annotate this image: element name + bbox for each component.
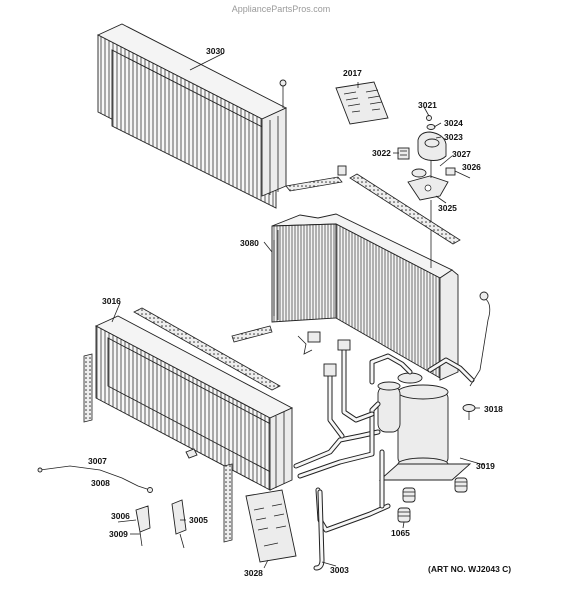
- part-3023-motor[interactable]: [417, 131, 447, 161]
- callout-3027: 3027: [452, 149, 471, 159]
- callout-3028: 3028: [244, 568, 263, 578]
- callout-3026: 3026: [462, 162, 481, 172]
- callout-3022: 3022: [372, 148, 391, 158]
- callout-3008: 3008: [91, 478, 110, 488]
- callout-3080: 3080: [240, 238, 259, 248]
- callout-3023: 3023: [444, 132, 463, 142]
- side-seal-strip: [83, 353, 93, 423]
- callout-3005: 3005: [189, 515, 208, 525]
- screw-icon: [279, 79, 287, 108]
- part-3026-connector[interactable]: [445, 167, 471, 179]
- callout-3025: 3025: [438, 203, 457, 213]
- lower-seal-strip: [223, 463, 233, 543]
- part-3018-screw[interactable]: [462, 404, 476, 421]
- sensor-lead-icon: [469, 295, 491, 387]
- art-number: (ART NO. WJ2043 C): [428, 564, 511, 574]
- callout-3009: 3009: [109, 529, 128, 539]
- part-1065-grommets[interactable]: [397, 477, 468, 523]
- callout-3021: 3021: [418, 100, 437, 110]
- part-3007-cable[interactable]: [37, 465, 153, 493]
- support-strip: [231, 325, 273, 343]
- callout-3030: 3030: [206, 46, 225, 56]
- part-3022-cap[interactable]: [397, 147, 410, 160]
- watermark: AppliancePartsPros.com: [232, 4, 331, 14]
- callout-labels: 3030 2017 3021 3024 3023 3022 3027 3026 …: [88, 46, 511, 578]
- callout-1065: 1065: [391, 528, 410, 538]
- callout-3024: 3024: [444, 118, 463, 128]
- part-3019-compressor[interactable]: [377, 372, 472, 481]
- clip-icon: [185, 448, 198, 459]
- support-bracket-upper: [285, 165, 461, 245]
- callout-2017: 2017: [343, 68, 362, 78]
- part-2017-brackets[interactable]: [335, 81, 389, 125]
- part-3030-coil[interactable]: [96, 23, 288, 209]
- part-3080-coil[interactable]: [271, 213, 459, 381]
- refrigerant-tubing: [293, 341, 475, 533]
- leader-lines: [111, 52, 485, 569]
- support-bracket-front: [133, 307, 281, 391]
- thermistor-icon: [297, 335, 313, 355]
- thermistor-block-icon: [307, 331, 321, 343]
- service-valve-icon: [323, 363, 337, 377]
- part-3027-gasket[interactable]: [411, 168, 427, 178]
- callout-3019: 3019: [476, 461, 495, 471]
- callout-3018: 3018: [484, 404, 503, 414]
- part-3025-mount-plate[interactable]: [407, 175, 449, 201]
- part-3016-coil[interactable]: [94, 315, 294, 491]
- part-3024-washer[interactable]: [426, 124, 436, 130]
- callout-3007: 3007: [88, 456, 107, 466]
- part-3028-brackets[interactable]: [245, 489, 297, 563]
- part-3021-screw[interactable]: [426, 115, 432, 121]
- part-3006-bracket[interactable]: [135, 505, 151, 547]
- service-valve-icon-2: [337, 339, 351, 351]
- part-3003-tube[interactable]: [313, 489, 325, 571]
- callout-3016: 3016: [102, 296, 121, 306]
- callout-3003: 3003: [330, 565, 349, 575]
- part-3005-bracket[interactable]: [171, 499, 187, 549]
- callout-3006: 3006: [111, 511, 130, 521]
